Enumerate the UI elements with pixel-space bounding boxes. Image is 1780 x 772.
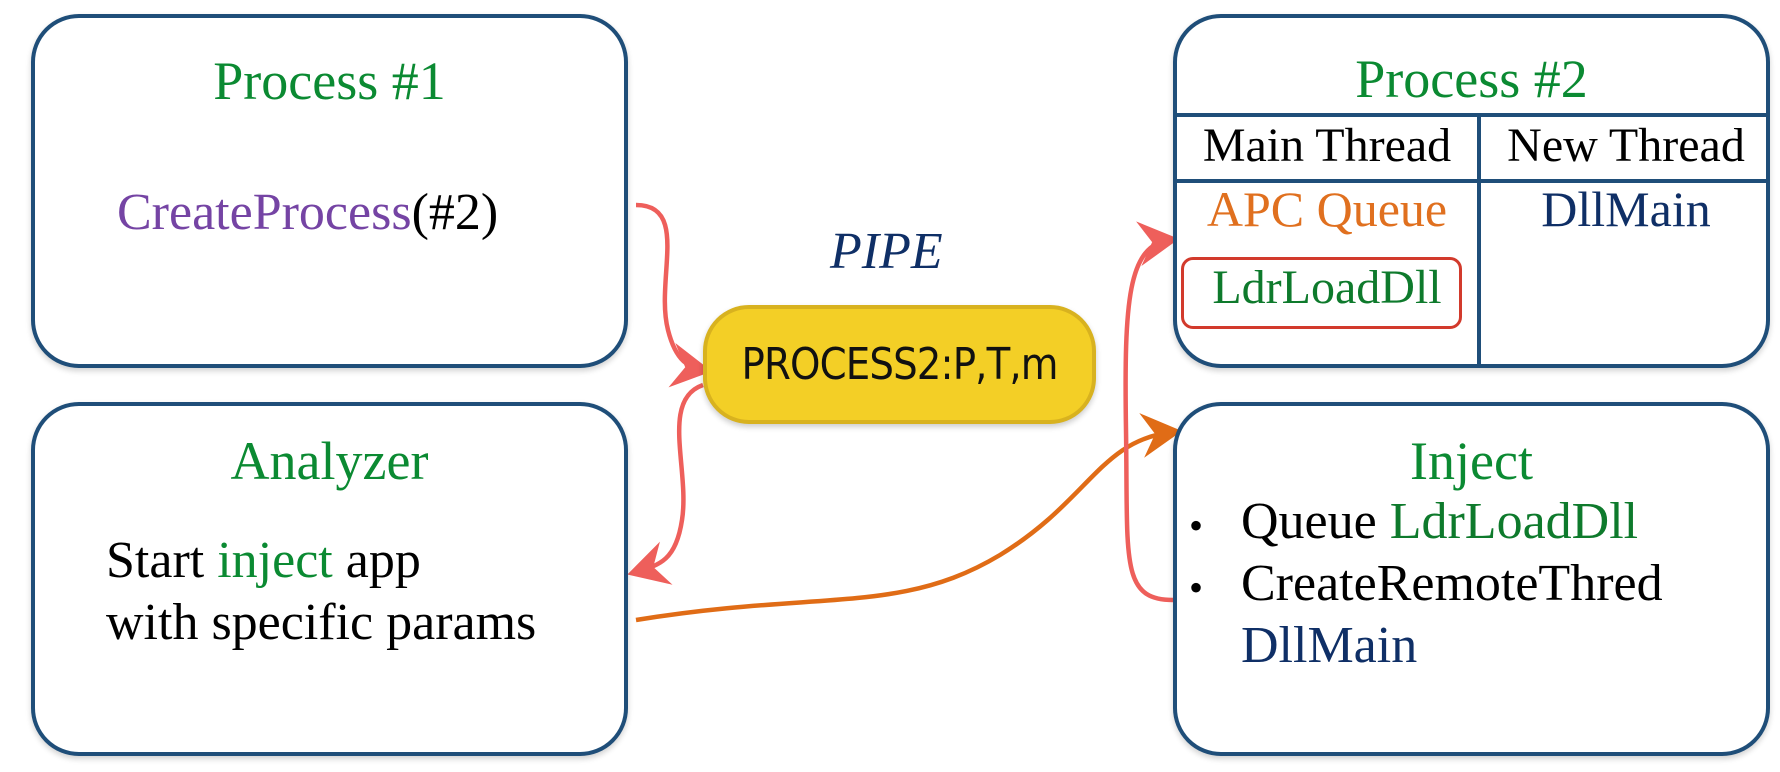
inject-item2-dllmain: DllMain xyxy=(1241,617,1418,674)
inject-item1: Queue LdrLoadDll xyxy=(1241,492,1638,551)
analyzer-title: Analyzer xyxy=(230,431,429,491)
process2-box: Process #2 Main Thread New Thread APC Qu… xyxy=(1173,14,1770,368)
column-main-thread: Main Thread xyxy=(1202,119,1452,172)
pipe-label: PIPE xyxy=(830,223,943,280)
ldrloaddll-label: LdrLoadDll xyxy=(1212,261,1442,314)
inject-word: inject xyxy=(217,532,333,589)
table-column-divider xyxy=(1477,113,1481,364)
createprocess-arg: (#2) xyxy=(411,184,499,241)
apc-queue-label: APC Queue xyxy=(1206,181,1448,237)
process2-title: Process #2 xyxy=(1355,49,1588,109)
inject-item1-ldrloaddll: LdrLoadDll xyxy=(1389,493,1639,550)
column-new-thread: New Thread xyxy=(1507,119,1745,172)
createprocess-call: CreateProcess(#2) xyxy=(117,183,498,242)
pipe-box: PROCESS2:P,T,m xyxy=(703,305,1096,424)
arrow-inject-to-apc-queue xyxy=(1123,221,1179,603)
table-header-bottom-line xyxy=(1177,179,1766,183)
inject-title: Inject xyxy=(1410,431,1533,491)
process1-box: Process #1 CreateProcess(#2) xyxy=(31,14,628,368)
bullet-marker: • xyxy=(1189,503,1204,548)
pipe-content: PROCESS2:P,T,m xyxy=(741,339,1058,390)
createprocess-name: CreateProcess xyxy=(117,184,412,241)
bullet-marker: • xyxy=(1189,565,1204,610)
ldrloaddll-highlight-box xyxy=(1181,257,1462,329)
inject-item2-line1: CreateRemoteThred xyxy=(1241,555,1663,612)
dllmain-new-thread-label: DllMain xyxy=(1541,181,1711,237)
analyzer-line1-suffix: app xyxy=(332,532,421,589)
process1-title: Process #1 xyxy=(213,51,446,111)
analyzer-box: Analyzer Start inject app with specific … xyxy=(31,402,628,756)
inject-box: Inject • Queue LdrLoadDll • CreateRemote… xyxy=(1173,402,1770,756)
table-header-top-line xyxy=(1177,113,1766,117)
arrow-process1-to-pipe xyxy=(635,202,712,388)
arrow-pipe-to-analyzer xyxy=(627,382,704,585)
analyzer-line1-prefix: Start xyxy=(106,532,218,589)
analyzer-line1: Start inject app xyxy=(106,531,421,590)
arrow-analyzer-to-inject xyxy=(635,413,1182,623)
analyzer-line2: with specific params xyxy=(106,594,537,651)
inject-item1-prefix: Queue xyxy=(1241,493,1390,550)
